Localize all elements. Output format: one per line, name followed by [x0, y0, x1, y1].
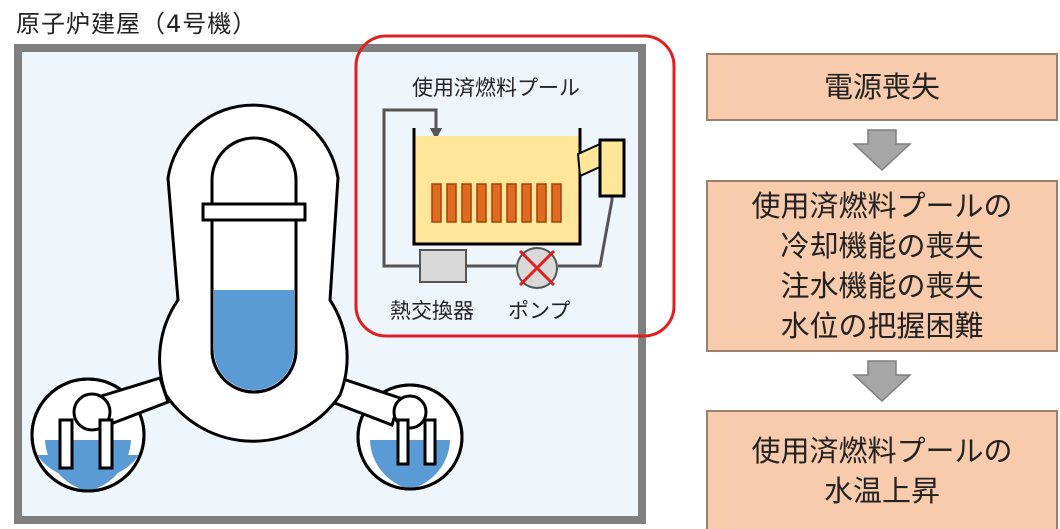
- down-arrow-icon: [852, 129, 912, 172]
- pressure-vessel: [201, 136, 307, 394]
- flow-box-text: 水位の把握困難: [780, 309, 984, 343]
- heat-exchanger-label: 熱交換器: [390, 299, 474, 323]
- flow-box-text: 使用済燃料プールの: [751, 433, 1013, 468]
- flow-box-text: 水温上昇: [823, 473, 940, 508]
- heat-exchanger: [419, 249, 467, 283]
- pump-failed: [516, 247, 558, 289]
- flow-box-text: 電源喪失: [823, 70, 940, 104]
- containment-vessel: [30, 103, 464, 493]
- flow-box-text: 注水機能の喪失: [780, 269, 984, 303]
- reactor-diagram: [30, 34, 676, 493]
- surge-tank: [598, 138, 626, 198]
- spent-fuel-pool-system: [382, 108, 626, 289]
- flow-box-text: 使用済燃料プールの: [751, 189, 1013, 223]
- flow-box-text: 冷却機能の喪失: [780, 229, 984, 263]
- pool-label: 使用済燃料プール: [412, 76, 580, 100]
- fuel-assemblies: [431, 183, 562, 223]
- flow-box-power-loss: 電源喪失: [706, 53, 1058, 121]
- pump-label: ポンプ: [508, 299, 571, 323]
- flow-box-temperature-rise: 使用済燃料プールの 水温上昇: [706, 410, 1058, 529]
- page-title: 原子炉建屋（4号機）: [16, 10, 258, 38]
- down-arrow-icon: [852, 360, 912, 403]
- highlight-frame: [354, 34, 676, 338]
- flow-box-function-loss: 使用済燃料プールの 冷却機能の喪失 注水機能の喪失 水位の把握困難: [706, 180, 1058, 352]
- vessel-water: [214, 290, 294, 390]
